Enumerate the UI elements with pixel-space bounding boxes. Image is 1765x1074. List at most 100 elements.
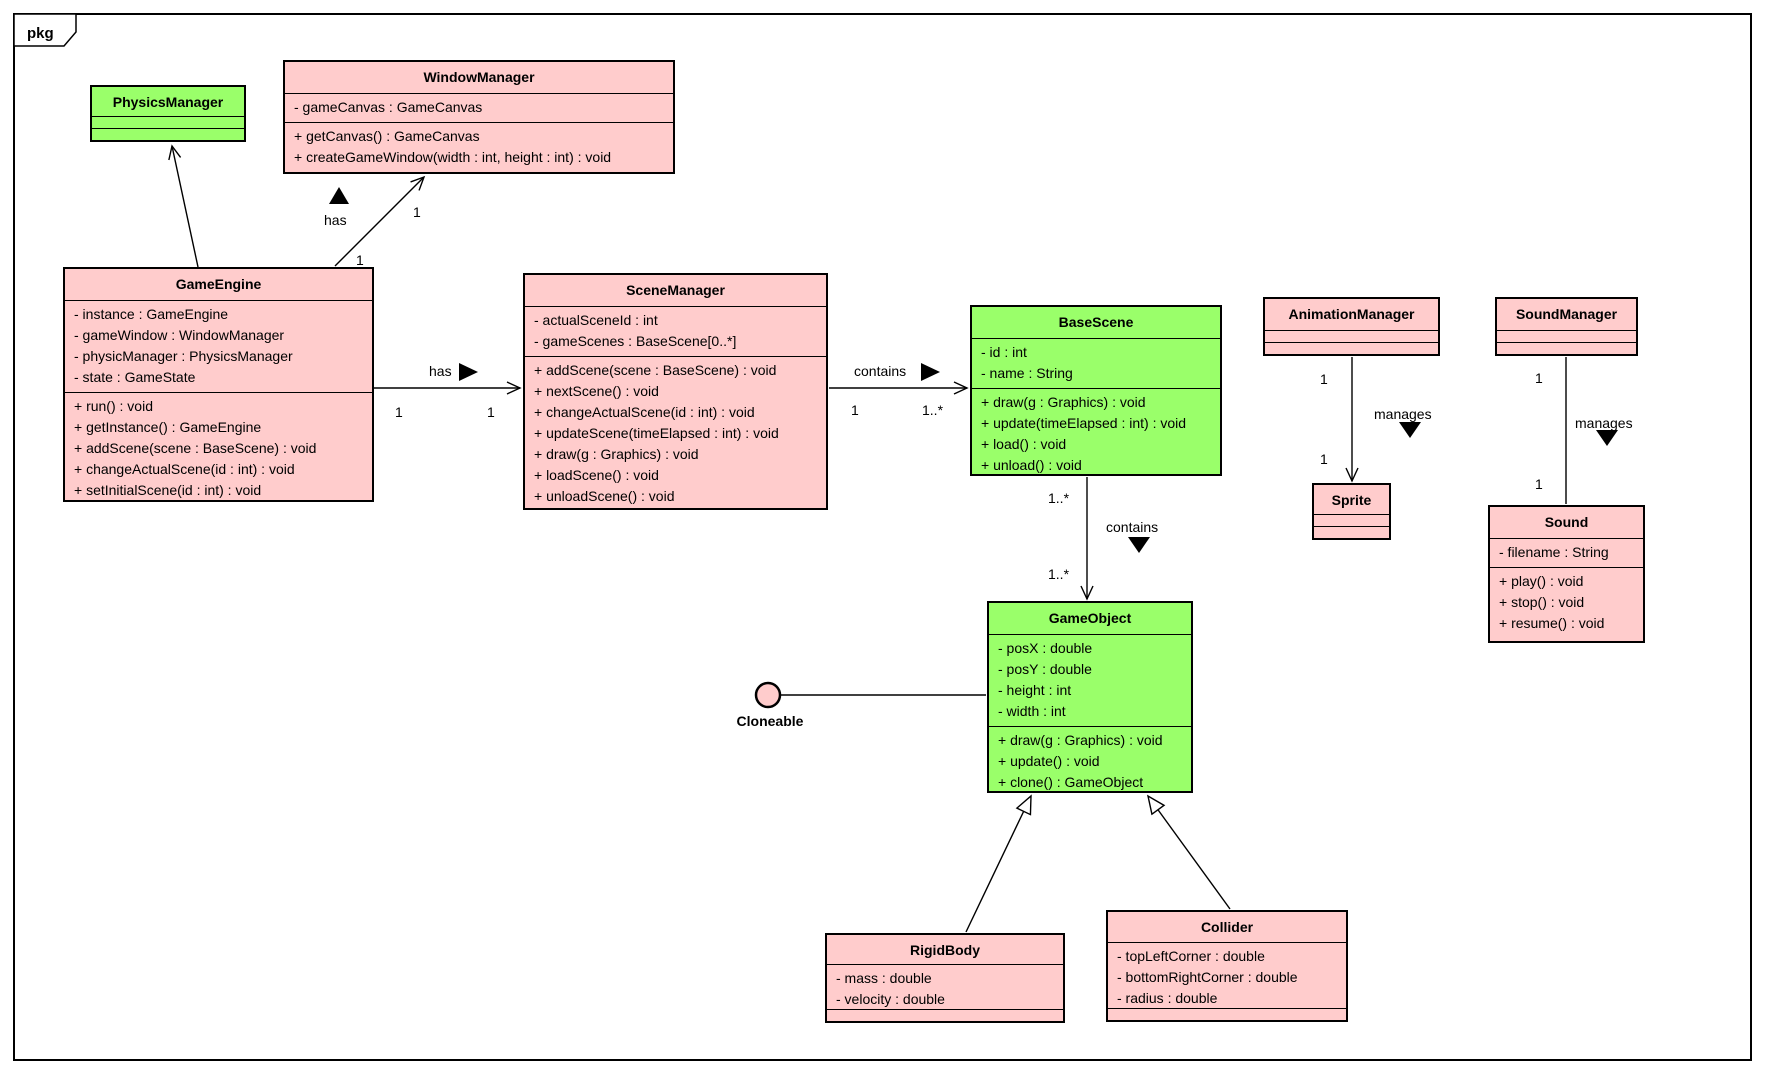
class-attributes: - gameCanvas : GameCanvas <box>285 94 673 123</box>
class-attributes <box>92 117 244 129</box>
member-row: + unload() : void <box>981 457 1082 473</box>
multiplicity: 1 <box>1320 451 1328 467</box>
class-title: SceneManager <box>525 275 826 307</box>
association-label: has <box>324 212 347 228</box>
class-methods <box>1314 527 1389 538</box>
direction-triangle-down-icon <box>1399 422 1421 438</box>
multiplicity: 1 <box>487 404 495 420</box>
member-row: - posX : double <box>998 640 1093 656</box>
member-row: + updateScene(timeElapsed : int) : void <box>534 425 779 441</box>
class-attributes <box>1265 331 1438 343</box>
class-attributes <box>1497 331 1636 343</box>
class-title: SoundManager <box>1497 299 1636 331</box>
member-row: + update(timeElapsed : int) : void <box>981 415 1187 431</box>
member-row: + addScene(scene : BaseScene) : void <box>74 440 317 456</box>
interface-lollipop-icon <box>754 681 782 709</box>
class-scenemanager: SceneManager - actualSceneId : int- game… <box>523 273 828 510</box>
class-methods: + draw(g : Graphics) : void + update(time… <box>972 389 1220 474</box>
direction-triangle-up-icon <box>329 187 349 204</box>
member-row: - name : String <box>981 365 1073 381</box>
association-engine-physics <box>168 144 199 268</box>
association-label: manages <box>1575 415 1633 431</box>
class-gameengine: GameEngine - instance : GameEngine- game… <box>63 267 374 502</box>
member-row: + changeActualScene(id : int) : void <box>74 461 295 477</box>
multiplicity: 1 <box>1320 371 1328 387</box>
member-row: - instance : GameEngine <box>74 306 229 322</box>
multiplicity: 1..* <box>922 402 944 418</box>
member-row: + resume() : void <box>1499 615 1605 631</box>
class-methods: + play() : void + stop() : void + resume()… <box>1490 568 1643 641</box>
direction-triangle-right-icon <box>459 363 478 381</box>
member-row: + getInstance() : GameEngine <box>74 419 262 435</box>
association-label: contains <box>1106 519 1158 535</box>
member-row: - height : int <box>998 682 1072 698</box>
class-title: BaseScene <box>972 307 1220 339</box>
class-title: Collider <box>1108 912 1346 943</box>
association-label: manages <box>1374 406 1432 422</box>
member-row: + run() : void <box>74 398 153 414</box>
member-row: - topLeftCorner : double <box>1117 947 1265 964</box>
class-methods: + draw(g : Graphics) : void+ update() : … <box>989 727 1191 791</box>
class-title: Sprite <box>1314 485 1389 515</box>
association-label: contains <box>854 363 906 379</box>
direction-triangle-down-icon <box>1596 430 1618 446</box>
member-row: + clone() : GameObject <box>998 774 1144 790</box>
member-row: + draw(g : Graphics) : void <box>981 394 1146 410</box>
member-row: - id : int <box>981 344 1027 360</box>
class-methods <box>1497 343 1636 354</box>
direction-triangle-down-icon <box>1128 537 1150 553</box>
class-physicsmanager: PhysicsManager <box>90 85 246 142</box>
class-gameobject: GameObject - posX : double- posY : doubl… <box>987 601 1193 793</box>
generalization-rigidbody-gameobject <box>965 796 1031 933</box>
member-row: + nextScene() : void <box>534 383 659 399</box>
class-title: AnimationManager <box>1265 299 1438 331</box>
class-collider: Collider - topLeftCorner : double- botto… <box>1106 910 1348 1022</box>
member-row: + stop() : void <box>1499 594 1585 610</box>
multiplicity: 1..* <box>1048 566 1070 582</box>
member-row: - actualSceneId : int <box>534 312 658 328</box>
member-row: - physicManager : PhysicsManager <box>74 348 293 364</box>
member-row: + getCanvas() : GameCanvas <box>294 128 480 144</box>
generalization-collider-gameobject <box>1148 796 1231 910</box>
member-row: + changeActualScene(id : int) : void <box>534 404 755 420</box>
class-title: RigidBody <box>827 935 1063 965</box>
member-row: - mass : double <box>836 969 932 986</box>
class-methods: + run() : void + getInstance() : GameEngi… <box>65 393 372 500</box>
class-sprite: Sprite <box>1312 483 1391 540</box>
member-row: + createGameWindow(width : int, height :… <box>294 149 612 165</box>
class-methods: + addScene(scene : BaseScene) : void + ne… <box>525 357 826 508</box>
member-row: - filename : String <box>1499 544 1609 560</box>
class-attributes: - posX : double - posY : double - height :… <box>989 635 1191 727</box>
class-attributes: - mass : double - velocity : double <box>827 965 1063 1010</box>
multiplicity: 1 <box>356 252 364 268</box>
member-row: + addScene(scene : BaseScene) : void <box>534 362 777 378</box>
member-row: + play() : void <box>1499 573 1584 589</box>
member-row: + setInitialScene(id : int) : void <box>74 482 262 498</box>
class-soundmanager: SoundManager <box>1495 297 1638 356</box>
multiplicity: 1 <box>395 404 403 420</box>
class-attributes: - id : int - name : String <box>972 339 1220 389</box>
class-rigidbody: RigidBody - mass : double - velocity : do… <box>825 933 1065 1023</box>
class-methods <box>1265 343 1438 354</box>
member-row: + update() : void <box>998 753 1100 769</box>
member-row: + draw(g : Graphics) : void <box>534 446 699 462</box>
class-animationmanager: AnimationManager <box>1263 297 1440 356</box>
member-row: - state : GameState <box>74 369 196 385</box>
multiplicity: 1..* <box>1048 490 1070 506</box>
association-label: has <box>429 363 452 379</box>
class-attributes: - actualSceneId : int- gameScenes : Base… <box>525 307 826 357</box>
multiplicity: 1 <box>413 204 421 220</box>
class-methods <box>92 129 244 140</box>
member-row: - radius : double <box>1117 989 1218 1006</box>
direction-triangle-right-icon <box>921 363 940 381</box>
package-tab <box>13 13 77 47</box>
class-attributes: - topLeftCorner : double- bottomRightCor… <box>1108 943 1346 1009</box>
member-row: - velocity : double <box>836 990 945 1007</box>
member-row: + loadScene() : void <box>534 467 659 483</box>
member-row: - posY : double <box>998 661 1092 677</box>
class-methods <box>1108 1009 1346 1020</box>
class-attributes <box>1314 515 1389 527</box>
package-tab-label: pkg <box>27 25 54 42</box>
multiplicity: 1 <box>851 402 859 418</box>
